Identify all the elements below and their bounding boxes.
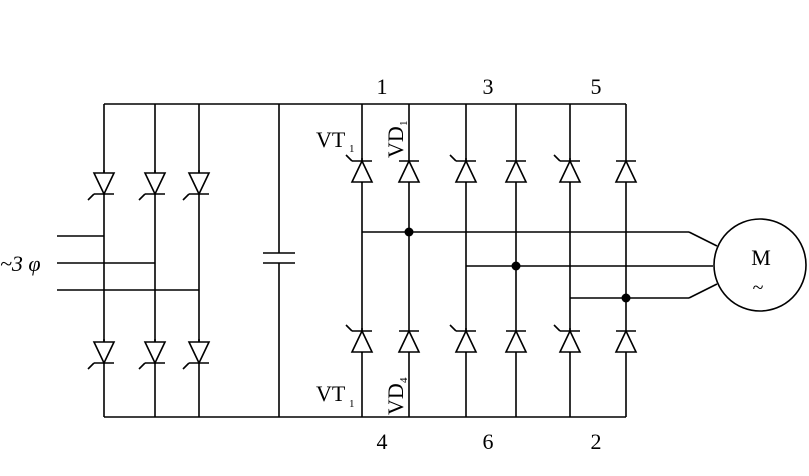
diode-lower-2 [615,330,637,353]
terminal-label: 3 [483,74,494,99]
dc-link-capacitor [263,104,295,417]
motor-label: M [751,245,771,270]
vt1-top-subscript: 1 [349,143,355,155]
vt1-bottom-subscript: 1 [349,398,355,410]
rectifier-legs [103,104,200,417]
vd4-subscript: 4 [398,377,410,383]
terminal-label: 1 [377,74,388,99]
thyristor-vt4 [345,324,373,354]
junction-dot [621,293,631,303]
rectifier-thyristor-upper-3 [182,169,210,201]
vt1-top-label: VT [316,127,346,152]
inverter-columns [361,104,627,417]
phase-outputs [362,231,718,299]
terminal-label: 4 [377,429,388,454]
thyristor-upper-5 [553,154,581,184]
diode-vd4 [398,330,420,353]
diode-upper-5 [615,160,637,183]
rectifier-thyristor-upper-2 [138,169,166,201]
terminal-label: 6 [483,429,494,454]
junction-dot [511,261,521,271]
rectifier-thyristor-upper-1 [87,169,115,201]
motor-circle [713,218,807,312]
rectifier-thyristor-lower-3 [182,338,210,370]
thyristor-vt1 [345,154,373,184]
motor-ac-symbol: ~ [753,277,764,299]
rectifier-thyristor-lower-1 [87,338,115,370]
vd1-subscript: 1 [398,121,410,127]
diode-lower-6 [505,330,527,353]
terminal-label: 5 [591,74,602,99]
diode-vd1 [398,160,420,183]
supply-label: ~3 φ [0,251,41,276]
thyristor-lower-2 [553,324,581,354]
vt1-bottom-label: VT [316,381,346,406]
diode-upper-3 [505,160,527,183]
dc-bus [104,103,626,418]
junction-dot [404,227,414,237]
vd1-label: VD [383,126,408,158]
terminal-label: 2 [591,429,602,454]
rectifier-thyristor-lower-2 [138,338,166,370]
thyristor-upper-3 [449,154,477,184]
ac-supply-lines [57,235,199,291]
thyristor-lower-6 [449,324,477,354]
vd4-label: VD [383,383,408,415]
